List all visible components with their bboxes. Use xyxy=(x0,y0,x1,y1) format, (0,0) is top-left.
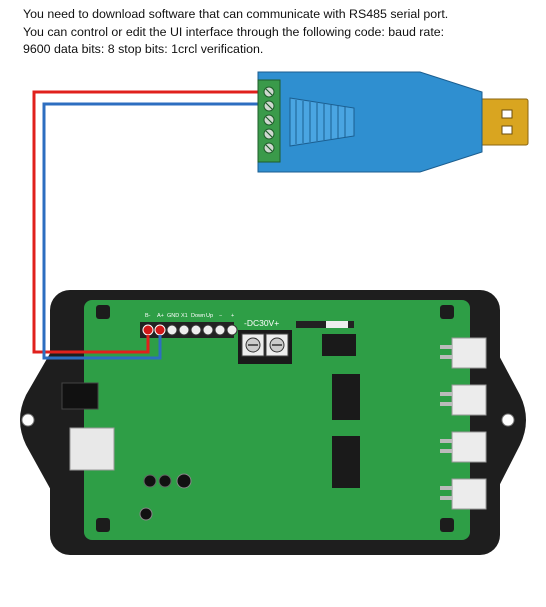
terminal-screws xyxy=(142,324,238,336)
corner-hole-tr xyxy=(440,305,454,319)
capacitor-2 xyxy=(158,474,172,488)
right-connector-4 xyxy=(451,478,487,510)
terminal-label-minus: − xyxy=(219,313,222,319)
corner-hole-bl xyxy=(96,518,110,532)
instruction-text: You need to download software that can c… xyxy=(23,6,538,59)
screw-slot-2 xyxy=(265,102,273,110)
pin-7 xyxy=(440,486,452,490)
screw-x1 xyxy=(178,324,190,336)
enclosure xyxy=(20,290,526,555)
wire-blue xyxy=(42,102,260,360)
pin-8 xyxy=(440,496,452,500)
terminal-label-x1: X1 xyxy=(181,313,188,319)
terminal-label-gnd: GND xyxy=(167,313,179,319)
mount-hole-left xyxy=(21,413,35,427)
enclosure-left-wing xyxy=(20,350,52,492)
dc-jack xyxy=(61,382,99,410)
instruction-line-1: You need to download software that can c… xyxy=(23,7,449,21)
pin-4 xyxy=(440,402,452,406)
pin-6 xyxy=(440,449,452,453)
screw-up xyxy=(202,324,214,336)
right-connector-2 xyxy=(451,384,487,416)
pcb-corner-holes xyxy=(96,305,454,532)
screw-slot-3 xyxy=(265,116,273,124)
pin-2 xyxy=(440,355,452,359)
usb-connector-icon xyxy=(479,98,529,146)
adapter-body xyxy=(257,71,483,173)
instruction-line-3: 9600 data bits: 8 stop bits: 1crcl verif… xyxy=(23,42,264,57)
chip-mid-1 xyxy=(332,374,360,420)
pin-header-strip xyxy=(296,321,354,328)
terminal-label-up: Up xyxy=(206,313,213,319)
corner-hole-tl xyxy=(96,305,110,319)
wires xyxy=(32,90,260,360)
capacitor-3 xyxy=(176,473,192,489)
pin-5 xyxy=(440,439,452,443)
right-connector-pins xyxy=(440,345,452,500)
screw-slot-5 xyxy=(265,144,273,152)
pin-header-white xyxy=(326,321,348,328)
adapter-screw-slots xyxy=(265,88,273,152)
screw-slot-1 xyxy=(265,88,273,96)
terminal-label-plus: + xyxy=(231,313,234,319)
wire-red xyxy=(32,90,260,354)
chip-mid-2 xyxy=(332,436,360,488)
corner-hole-br xyxy=(440,518,454,532)
screw-plus xyxy=(226,324,238,336)
screw-gnd xyxy=(166,324,178,336)
terminal-label-down: Down xyxy=(191,313,205,319)
capacitor-4 xyxy=(139,507,153,521)
capacitor-1 xyxy=(143,474,157,488)
usb-slot-bottom xyxy=(501,125,513,135)
pin-3 xyxy=(440,392,452,396)
right-connector-3 xyxy=(451,431,487,463)
mount-hole-right xyxy=(501,413,515,427)
screw-down xyxy=(190,324,202,336)
side-connector-white xyxy=(69,427,115,471)
chip-small xyxy=(322,334,356,356)
terminal-label-b-minus: B- xyxy=(145,313,151,319)
screw-b-minus xyxy=(142,324,154,336)
right-connectors xyxy=(451,337,487,510)
screw-slot-4 xyxy=(265,130,273,138)
pin-1 xyxy=(440,345,452,349)
usb-rs485-adapter xyxy=(257,71,529,173)
right-connector-1 xyxy=(451,337,487,369)
screw-a-plus xyxy=(154,324,166,336)
terminal-label-a-plus: A+ xyxy=(157,313,164,319)
board-components: B- A+ GND X1 Down Up − + -DC30V+ xyxy=(139,313,360,521)
usb-slot-top xyxy=(501,109,513,119)
screw-minus xyxy=(214,324,226,336)
power-label: -DC30V+ xyxy=(244,318,279,328)
terminal-labels: B- A+ GND X1 Down Up − + xyxy=(145,313,234,319)
instruction-line-2: You can control or edit the UI interface… xyxy=(23,24,445,39)
adapter-grip-ribs xyxy=(295,100,346,144)
